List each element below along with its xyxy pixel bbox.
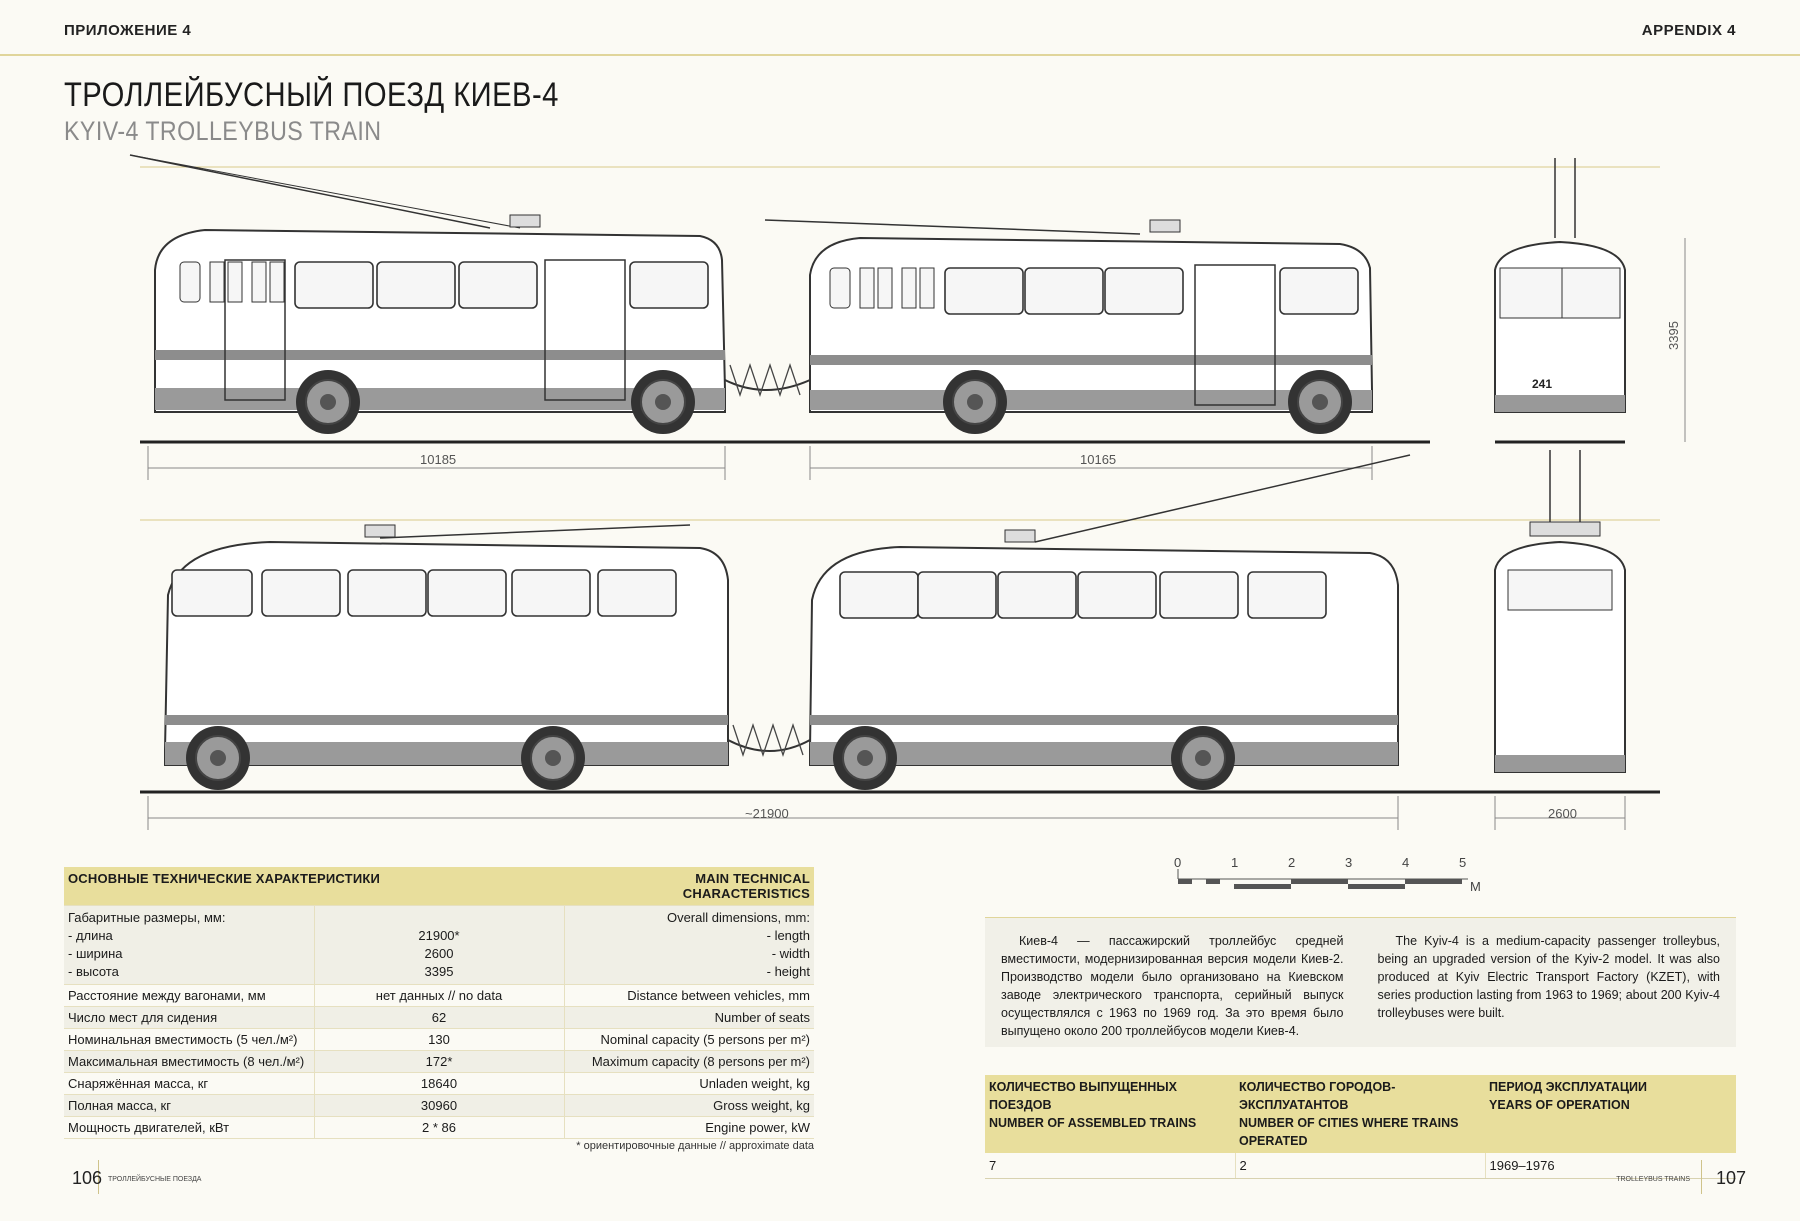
scale-bar: 0 1 2 3 4 5 M (1174, 855, 1481, 894)
row-value: 18640 (313, 1072, 565, 1095)
dim-width: 2600 (1548, 806, 1577, 821)
dim-car2: 10165 (1080, 452, 1116, 467)
dims-en-length: - length (766, 928, 810, 943)
dims-ru-height: - высота (68, 964, 119, 979)
footer-divider (1701, 1160, 1702, 1194)
col3-en: YEARS OF OPERATION (1489, 1098, 1630, 1112)
row-ru: Снаряжённая масса, кг (64, 1072, 314, 1095)
scale-unit: M (1470, 879, 1481, 894)
table-row: Номинальная вместимость (5 чел./м²) 130 … (64, 1028, 814, 1051)
scale-tick-3: 3 (1345, 855, 1352, 870)
years-value: 1969–1976 (1484, 1153, 1736, 1179)
page-subtitle: KYIV-4 TROLLEYBUS TRAIN (64, 116, 382, 146)
page-label-left: ТРОЛЛЕЙБУСНЫЕ ПОЕЗДА (108, 1176, 202, 1183)
spec-header: ОСНОВНЫЕ ТЕХНИЧЕСКИЕ ХАРАКТЕРИСТИКИ MAIN… (64, 867, 814, 906)
row-ru: Максимальная вместимость (8 чел./м²) (64, 1050, 314, 1073)
fleet-number: 241 (1532, 377, 1552, 391)
production-table: КОЛИЧЕСТВО ВЫПУЩЕННЫХ ПОЕЗДОВ NUMBER OF … (985, 1075, 1736, 1179)
dims-en-title: Overall dimensions, mm: (666, 910, 810, 925)
footnote: * ориентировочные данные // approximate … (576, 1140, 814, 1152)
col2-ru: КОЛИЧЕСТВО ГОРОДОВ-ЭКСПЛУАТАНТОВ (1239, 1080, 1396, 1112)
row-en: Nominal capacity (5 persons per m²) (564, 1028, 814, 1051)
table-row: Габаритные размеры, мм: - длина - ширина… (64, 905, 814, 985)
dims-value-length: 21900* (418, 928, 460, 943)
row-ru: Расстояние между вагонами, мм (64, 984, 314, 1007)
row-value: 30960 (313, 1094, 565, 1117)
page-title: ТРОЛЛЕЙБУСНЫЙ ПОЕЗД КИЕВ-4 (64, 76, 559, 114)
dims-ru-title: Габаритные размеры, мм: (68, 910, 226, 925)
dims-value-width: 2600 (424, 946, 454, 961)
header-left: ПРИЛОЖЕНИЕ 4 (64, 22, 192, 39)
spec-header-ru: ОСНОВНЫЕ ТЕХНИЧЕСКИЕ ХАРАКТЕРИСТИКИ (64, 867, 564, 906)
dim-height: 3395 (1666, 321, 1681, 350)
table-row: Число мест для сидения 62 Number of seat… (64, 1006, 814, 1029)
dims-value-height: 3395 (424, 964, 454, 979)
dim-total: ~21900 (745, 806, 789, 821)
side-view-bottom: ~21900 2600 (140, 450, 1660, 830)
row-ru: Мощность двигателей, кВт (64, 1116, 314, 1139)
row-en: Unladen weight, kg (564, 1072, 814, 1095)
table-row: Расстояние между вагонами, мм нет данных… (64, 984, 814, 1007)
row-en: Engine power, kW (564, 1116, 814, 1139)
col2-en: NUMBER OF CITIES WHERE TRAINS OPERATED (1239, 1116, 1459, 1148)
cities-value: 2 (1234, 1153, 1485, 1179)
row-value: 130 (313, 1028, 565, 1051)
row-en: Distance between vehicles, mm (564, 984, 814, 1007)
row-en: Gross weight, kg (564, 1094, 814, 1117)
row-ru: Число мест для сидения (64, 1006, 314, 1029)
row-value: 172* (313, 1050, 565, 1073)
production-header: КОЛИЧЕСТВО ВЫПУЩЕННЫХ ПОЕЗДОВ NUMBER OF … (985, 1075, 1736, 1153)
row-en: Number of seats (564, 1006, 814, 1029)
dims-ru-width: - ширина (68, 946, 123, 961)
description-en: The Kyiv-4 is a medium-capacity passenge… (1377, 934, 1721, 1020)
page-number-right: 107 (1715, 1168, 1746, 1188)
spec-header-en: MAIN TECHNICAL CHARACTERISTICS (564, 867, 814, 906)
row-value: 62 (313, 1006, 565, 1029)
row-en: Maximum capacity (8 persons per m²) (564, 1050, 814, 1073)
col1-en: NUMBER OF ASSEMBLED TRAINS (989, 1116, 1197, 1130)
trolleybus-drawing: 241 10185 10165 3395 (129, 154, 1686, 830)
side-view-top: 241 10185 10165 3395 (129, 154, 1686, 480)
row-ru: Полная масса, кг (64, 1094, 314, 1117)
page-number-left: 106 (72, 1168, 103, 1188)
scale-tick-1: 1 (1231, 855, 1238, 870)
dims-ru-length: - длина (68, 928, 113, 943)
table-row: Мощность двигателей, кВт 2 * 86 Engine p… (64, 1116, 814, 1139)
description-box: Киев-4 — пассажирский троллейбус средней… (985, 917, 1736, 1047)
scale-tick-0: 0 (1174, 855, 1181, 870)
col1-ru: КОЛИЧЕСТВО ВЫПУЩЕННЫХ ПОЕЗДОВ (989, 1080, 1177, 1112)
table-row: 7 2 1969–1976 (985, 1153, 1736, 1179)
table-row: Снаряжённая масса, кг 18640 Unladen weig… (64, 1072, 814, 1095)
row-ru: Номинальная вместимость (5 чел./м²) (64, 1028, 314, 1051)
dim-car1: 10185 (420, 452, 456, 467)
dims-en-width: - width (771, 946, 810, 961)
table-row: Максимальная вместимость (8 чел./м²) 172… (64, 1050, 814, 1073)
col3-ru: ПЕРИОД ЭКСПЛУАТАЦИИ (1489, 1080, 1647, 1094)
dims-en-height: - height (766, 964, 810, 979)
scale-tick-5: 5 (1459, 855, 1466, 870)
page-label-right: TROLLEYBUS TRAINS (1616, 1176, 1690, 1183)
scale-tick-2: 2 (1288, 855, 1295, 870)
header-right: APPENDIX 4 (1641, 22, 1736, 39)
spec-table: ОСНОВНЫЕ ТЕХНИЧЕСКИЕ ХАРАКТЕРИСТИКИ MAIN… (64, 867, 814, 1139)
description-ru: Киев-4 — пассажирский троллейбус средней… (1001, 934, 1344, 1038)
footer-divider (98, 1160, 99, 1194)
table-row: Полная масса, кг 30960 Gross weight, kg (64, 1094, 814, 1117)
page-header: ПРИЛОЖЕНИЕ 4 APPENDIX 4 (0, 0, 1800, 56)
row-value: 2 * 86 (313, 1116, 565, 1139)
assembled-trains-value: 7 (985, 1153, 1235, 1179)
row-value: нет данных // no data (313, 984, 565, 1007)
scale-tick-4: 4 (1402, 855, 1409, 870)
